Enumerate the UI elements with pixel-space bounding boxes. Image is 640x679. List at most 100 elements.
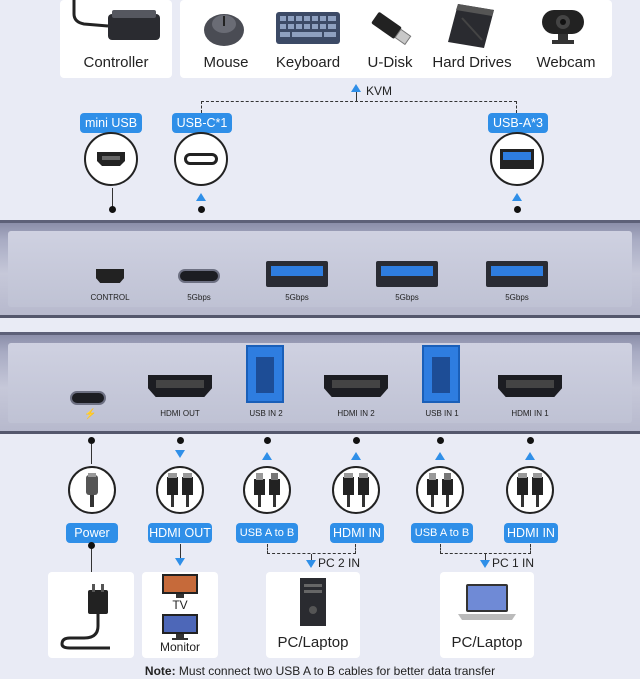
controller-label: Controller bbox=[83, 54, 149, 71]
hdmi-in-1-pill: HDMI IN bbox=[504, 523, 558, 543]
hdmi-in-2-dot bbox=[353, 437, 360, 444]
pc-tower-icon bbox=[300, 578, 326, 626]
usb-in-1-port[interactable] bbox=[422, 345, 460, 403]
footnote: Note: Must connect two USB A to B cables… bbox=[0, 664, 640, 678]
usb-c-pill: USB-C*1 bbox=[172, 113, 232, 133]
usb-in-1-label: USB IN 1 bbox=[425, 409, 459, 418]
mini-usb-line bbox=[112, 188, 113, 208]
mini-usb-dot bbox=[109, 206, 116, 213]
usb-a-dot bbox=[514, 206, 521, 213]
kvm-bracket-line bbox=[201, 101, 517, 113]
note-bold: Note: bbox=[144, 664, 176, 678]
pc-right-label: PC/Laptop bbox=[451, 634, 523, 651]
usb-a-2-speed-label: 5Gbps bbox=[395, 293, 419, 302]
usb-a-to-b-1-pill: USB A to B bbox=[411, 523, 473, 543]
controller-icon bbox=[72, 0, 160, 40]
hub-back-face: ⚡ HDMI OUT USB IN 2 HDMI IN 2 USB IN 1 H… bbox=[8, 343, 632, 423]
usb-a-to-b-cable-icon bbox=[427, 473, 453, 507]
keyboard-label: Keyboard bbox=[275, 54, 341, 71]
hdmi-in-2-label: HDMI IN 2 bbox=[337, 409, 375, 418]
keyboard-icon bbox=[276, 12, 340, 44]
mini-usb-port-icon bbox=[97, 152, 125, 166]
controller-card: Controller bbox=[60, 0, 172, 78]
hdmi-out-dot bbox=[177, 437, 184, 444]
mouse-icon bbox=[204, 14, 244, 46]
usb-in-1-dot bbox=[437, 437, 444, 444]
pc-left-label: PC/Laptop bbox=[277, 634, 349, 651]
hard-drive-icon bbox=[448, 4, 494, 48]
power-down-line bbox=[91, 544, 92, 572]
kvm-label: KVM bbox=[366, 84, 393, 98]
hdmi-out-port[interactable] bbox=[148, 375, 212, 397]
power-adapter-card bbox=[48, 572, 134, 658]
pc-left-card: PC/Laptop bbox=[266, 572, 360, 658]
power-line bbox=[91, 444, 92, 464]
usb-a-3-speed-label: 5Gbps bbox=[505, 293, 529, 302]
usb-disk-icon bbox=[371, 12, 412, 46]
monitor-label: Monitor bbox=[159, 640, 200, 654]
pc1-line bbox=[485, 554, 486, 564]
webcam-label: Webcam bbox=[536, 54, 596, 71]
usb-a-pill: USB-A*3 bbox=[488, 113, 548, 133]
hdmi-cable-icon bbox=[167, 473, 193, 507]
tv-label: TV bbox=[172, 598, 188, 612]
usb-c-port[interactable] bbox=[178, 269, 220, 283]
note-text: Must connect two USB A to B cables for b… bbox=[175, 664, 496, 678]
u-disk-label: U-Disk bbox=[367, 54, 413, 71]
hdmi-in-2-port[interactable] bbox=[324, 375, 388, 397]
pc1-bracket bbox=[440, 544, 531, 554]
usb-a-port-3[interactable] bbox=[486, 261, 548, 287]
hdmi-in-1-arrow-icon bbox=[525, 452, 535, 460]
usb-in-2-label: USB IN 2 bbox=[249, 409, 283, 418]
control-port[interactable] bbox=[96, 269, 124, 283]
power-cable-circle bbox=[68, 466, 116, 514]
hard-drives-label: Hard Drives bbox=[432, 54, 512, 71]
hdmi-in-1-port[interactable] bbox=[498, 375, 562, 397]
usb-c-cable-icon bbox=[86, 473, 98, 507]
kvm-devices-card: Mouse Keyboard U-Disk Hard Drives Webcam bbox=[180, 0, 612, 78]
hdmi-in-1-cable-circle bbox=[506, 466, 554, 514]
usb-a-port-1[interactable] bbox=[266, 261, 328, 287]
usb-c-speed-label: 5Gbps bbox=[187, 293, 211, 302]
hdmi-out-down-line bbox=[180, 544, 181, 560]
hdmi-in-2-cable-circle bbox=[332, 466, 380, 514]
monitor-icon bbox=[162, 614, 198, 640]
pc2-line bbox=[311, 554, 312, 564]
webcam-icon bbox=[542, 10, 584, 44]
hdmi-in-2-arrow-icon bbox=[351, 452, 361, 460]
hub-front-panel: CONTROL 5Gbps 5Gbps 5Gbps 5Gbps bbox=[0, 220, 640, 318]
power-bolt-icon: ⚡ bbox=[84, 409, 97, 420]
usb-a-to-b-cable-icon bbox=[254, 473, 280, 507]
usb-c-arrow-icon bbox=[196, 193, 206, 201]
power-usb-c-port[interactable] bbox=[70, 391, 106, 405]
hdmi-out-arrow-icon bbox=[175, 450, 185, 458]
usb-in-1-arrow-icon bbox=[435, 452, 445, 460]
usb-in-2-arrow-icon bbox=[262, 452, 272, 460]
usb-c-dot bbox=[198, 206, 205, 213]
usb-in-2-port[interactable] bbox=[246, 345, 284, 403]
hub-back-panel: ⚡ HDMI OUT USB IN 2 HDMI IN 2 USB IN 1 H… bbox=[0, 332, 640, 434]
usb-a-port-2[interactable] bbox=[376, 261, 438, 287]
hdmi-out-cable-circle bbox=[156, 466, 204, 514]
tv-icon bbox=[162, 574, 198, 598]
usb-a-port-circle bbox=[490, 132, 544, 186]
usb-a-arrow-icon bbox=[512, 193, 522, 201]
usb-a-1-speed-label: 5Gbps bbox=[285, 293, 309, 302]
usb-in-2-dot bbox=[264, 437, 271, 444]
kvm-connector-line bbox=[356, 92, 357, 102]
usb-a-to-b-2-cable-circle bbox=[243, 466, 291, 514]
mouse-label: Mouse bbox=[203, 54, 249, 71]
pc2-label: PC 2 IN bbox=[318, 556, 361, 570]
power-pill: Power bbox=[66, 523, 118, 543]
hdmi-in-2-pill: HDMI IN bbox=[330, 523, 384, 543]
pc1-arrow-icon bbox=[480, 560, 490, 568]
usb-a-to-b-2-pill: USB A to B bbox=[236, 523, 298, 543]
mini-usb-port-circle bbox=[84, 132, 138, 186]
hdmi-in-1-dot bbox=[527, 437, 534, 444]
hdmi-cable-icon bbox=[343, 473, 369, 507]
usb-c-port-circle bbox=[174, 132, 228, 186]
power-dot bbox=[88, 437, 95, 444]
display-card: TV Monitor bbox=[142, 572, 218, 658]
mini-usb-pill: mini USB bbox=[80, 113, 142, 133]
laptop-icon bbox=[458, 584, 516, 620]
